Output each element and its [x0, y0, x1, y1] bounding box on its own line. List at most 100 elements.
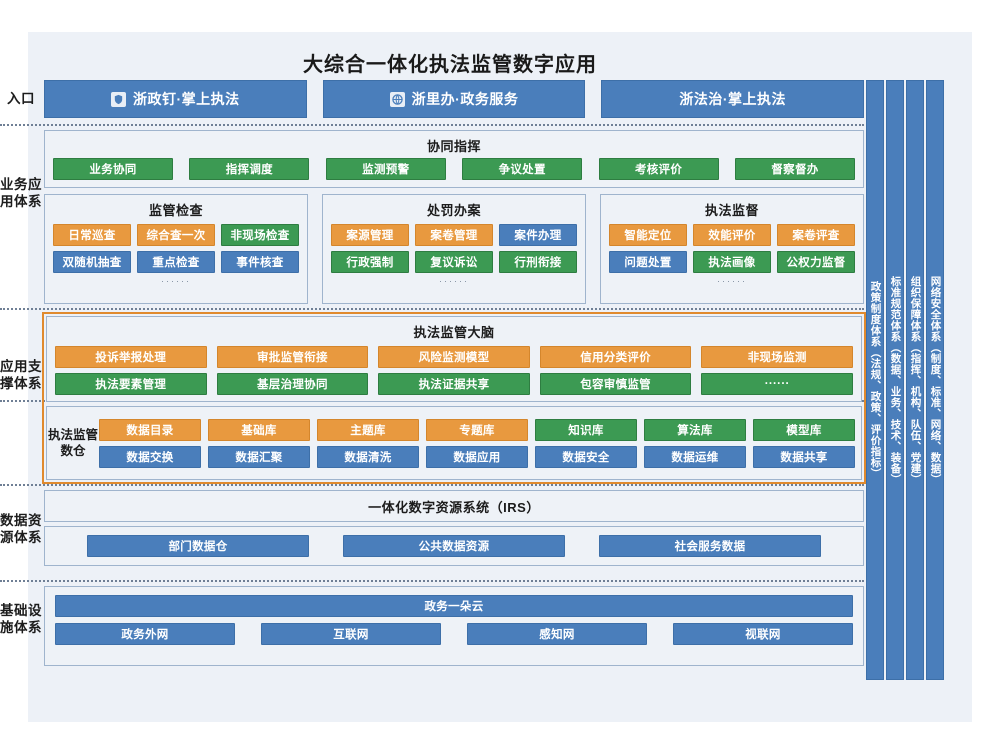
- left-label-entry: 入口: [7, 91, 35, 106]
- chip-collab-3[interactable]: 争议处置: [462, 158, 583, 180]
- chip-net-1[interactable]: 互联网: [261, 623, 441, 645]
- chip-wh-7[interactable]: 数据交换: [99, 445, 201, 468]
- panel-data-warehouse: 执法监管数仓 数据目录 基础库 主题库 专题库 知识库 算法库 模型库 数据交换…: [46, 406, 862, 480]
- chip-wh-5[interactable]: 算法库: [644, 418, 746, 441]
- chip-gov-cloud[interactable]: 政务一朵云: [55, 595, 853, 617]
- chip-collab-4[interactable]: 考核评价: [598, 158, 719, 180]
- irs-title: 一体化数字资源系统（IRS）: [368, 499, 540, 515]
- chip-wh-4[interactable]: 知识库: [535, 418, 637, 441]
- panel-ellipsis: ······: [439, 276, 469, 286]
- chip-wh-11[interactable]: 数据安全: [535, 445, 637, 468]
- panel-ellipsis: ······: [717, 276, 747, 286]
- chip-net-0[interactable]: 政务外网: [55, 623, 235, 645]
- chip-collab-2[interactable]: 监测预警: [325, 158, 446, 180]
- chip-wh-9[interactable]: 数据清洗: [317, 445, 419, 468]
- chip-brain-1[interactable]: 审批监管衔接: [216, 346, 369, 368]
- chip-inspect-0[interactable]: 日常巡查: [53, 224, 131, 246]
- chip-wh-10[interactable]: 数据应用: [426, 445, 528, 468]
- chip-wh-8[interactable]: 数据汇聚: [208, 445, 310, 468]
- entry-button-label: 浙政钉·掌上执法: [133, 91, 240, 107]
- chip-collab-5[interactable]: 督察督办: [734, 158, 855, 180]
- chip-brain-8[interactable]: 包容审慎监管: [539, 373, 692, 395]
- separator-infrastructure: [0, 580, 864, 582]
- chip-supervision-1[interactable]: 效能评价: [693, 224, 771, 246]
- chip-wh-12[interactable]: 数据运维: [644, 445, 746, 468]
- chip-dr-1[interactable]: 公共数据资源: [343, 535, 565, 557]
- right-column-standard-system[interactable]: 标准规范体系（数据、业务、技术、装备）: [886, 80, 904, 680]
- entry-button-zhezhengding[interactable]: 浙政钉·掌上执法: [44, 80, 307, 118]
- panel-infrastructure: 政务一朵云 政务外网 互联网 感知网 视联网: [44, 586, 864, 666]
- entry-button-zhelibao[interactable]: 浙里办·政务服务: [322, 80, 586, 118]
- left-label-application-support-system: 应用支撑体系: [0, 358, 42, 392]
- chip-brain-4[interactable]: 非现场监测: [701, 346, 853, 368]
- panel-law-enforcement-supervision: 执法监督 智能定位 效能评价 案卷评查 问题处置 执法画像 公权力监督 ····…: [600, 194, 864, 304]
- brain-chip-grid: 投诉举报处理 审批监管衔接 风险监测模型 信用分类评价 非现场监测 执法要素管理…: [47, 344, 861, 395]
- chip-penalty-0[interactable]: 案源管理: [331, 224, 409, 246]
- data-resource-row: 部门数据仓 公共数据资源 社会服务数据: [45, 527, 863, 565]
- chip-supervision-0[interactable]: 智能定位: [609, 224, 687, 246]
- panel-penalty-casehandling: 处罚办案 案源管理 案卷管理 案件办理 行政强制 复议诉讼 行刑衔接 ·····…: [322, 194, 586, 304]
- diagram-body: 入口 业务应用体系 应用支撑体系 数据资源体系 基础设施体系 浙政钉·掌上执法: [0, 80, 944, 680]
- chip-wh-3[interactable]: 专题库: [426, 418, 528, 441]
- chip-brain-0[interactable]: 投诉举报处理: [55, 346, 207, 368]
- chip-supervision-2[interactable]: 案卷评查: [777, 224, 855, 246]
- data-warehouse-label: 执法监管数仓: [47, 428, 98, 458]
- chip-brain-2[interactable]: 风险监测模型: [378, 346, 530, 368]
- right-column-organization-system[interactable]: 组织保障体系（指挥、机构、队伍、党建）: [906, 80, 924, 680]
- separator-warehouse: [0, 484, 864, 486]
- panel-data-resources: 部门数据仓 公共数据资源 社会服务数据: [44, 526, 864, 566]
- shield-icon: [111, 91, 126, 107]
- chip-penalty-5[interactable]: 行刑衔接: [499, 251, 577, 273]
- chip-collab-0[interactable]: 业务协同: [53, 158, 173, 180]
- panel-irs: 一体化数字资源系统（IRS）: [44, 490, 864, 522]
- left-label-business-application-system: 业务应用体系: [0, 176, 42, 210]
- panel-title: 执法监督: [704, 203, 759, 218]
- left-label-data-resource-system: 数据资源体系: [0, 512, 42, 546]
- panel-title: 监管检查: [148, 203, 203, 218]
- left-label-column: 入口 业务应用体系 应用支撑体系 数据资源体系 基础设施体系: [0, 80, 42, 680]
- chip-supervision-3[interactable]: 问题处置: [609, 251, 687, 273]
- right-column-policy-system[interactable]: 政策制度体系（法规、政策、评价指标）: [866, 80, 884, 680]
- chip-collab-1[interactable]: 指挥调度: [189, 158, 310, 180]
- left-label-text: 基础设施体系: [0, 603, 42, 635]
- chip-penalty-1[interactable]: 案卷管理: [415, 224, 493, 246]
- chip-dr-2[interactable]: 社会服务数据: [599, 535, 821, 557]
- separator-business: [0, 308, 864, 310]
- chip-inspect-5[interactable]: 事件核查: [221, 251, 299, 273]
- chip-brain-7[interactable]: 执法证据共享: [378, 373, 530, 395]
- chip-wh-0[interactable]: 数据目录: [99, 418, 201, 441]
- chip-net-2[interactable]: 感知网: [467, 623, 647, 645]
- data-warehouse-grid: 数据目录 基础库 主题库 专题库 知识库 算法库 模型库 数据交换 数据汇聚 数…: [99, 418, 861, 468]
- chip-supervision-5[interactable]: 公权力监督: [777, 251, 855, 273]
- page-title: 大综合一体化执法监管数字应用: [303, 54, 597, 76]
- chip-net-3[interactable]: 视联网: [673, 623, 853, 645]
- collaborative-chip-row: 业务协同 指挥调度 监测预警 争议处置 考核评价 督察督办: [45, 158, 863, 187]
- chip-brain-6[interactable]: 基层治理协同: [216, 373, 369, 395]
- chip-supervision-4[interactable]: 执法画像: [693, 251, 771, 273]
- support-system-outline: [42, 312, 866, 484]
- panel-chip-grid: 案源管理 案卷管理 案件办理 行政强制 复议诉讼 行刑衔接: [323, 222, 585, 273]
- chip-brain-3[interactable]: 信用分类评价: [539, 346, 692, 368]
- chip-wh-1[interactable]: 基础库: [208, 418, 310, 441]
- chip-brain-9[interactable]: ······: [701, 373, 853, 395]
- chip-penalty-2[interactable]: 案件办理: [499, 224, 577, 246]
- infrastructure-network-row: 政务外网 互联网 感知网 视联网: [45, 623, 863, 653]
- chip-inspect-4[interactable]: 重点检查: [137, 251, 215, 273]
- chip-inspect-2[interactable]: 非现场检查: [221, 224, 299, 246]
- right-column-network-security-system[interactable]: 网络安全体系（制度、标准、网络、数据）: [926, 80, 944, 680]
- chip-inspect-1[interactable]: 综合查一次: [137, 224, 215, 246]
- panel-title: 执法监管大脑: [413, 325, 495, 340]
- chip-brain-5[interactable]: 执法要素管理: [55, 373, 207, 395]
- chip-wh-13[interactable]: 数据共享: [753, 445, 855, 468]
- panel-title: 处罚办案: [426, 203, 481, 218]
- chip-inspect-3[interactable]: 双随机抽查: [53, 251, 131, 273]
- chip-dr-0[interactable]: 部门数据仓: [87, 535, 309, 557]
- entry-button-zhefazhi[interactable]: 浙法治·掌上执法: [601, 80, 865, 118]
- globe-icon: [389, 91, 405, 107]
- chip-penalty-4[interactable]: 复议诉讼: [415, 251, 493, 273]
- chip-penalty-3[interactable]: 行政强制: [331, 251, 409, 273]
- chip-wh-6[interactable]: 模型库: [753, 418, 855, 441]
- left-label-text: 业务应用体系: [0, 177, 42, 209]
- chip-wh-2[interactable]: 主题库: [317, 418, 419, 441]
